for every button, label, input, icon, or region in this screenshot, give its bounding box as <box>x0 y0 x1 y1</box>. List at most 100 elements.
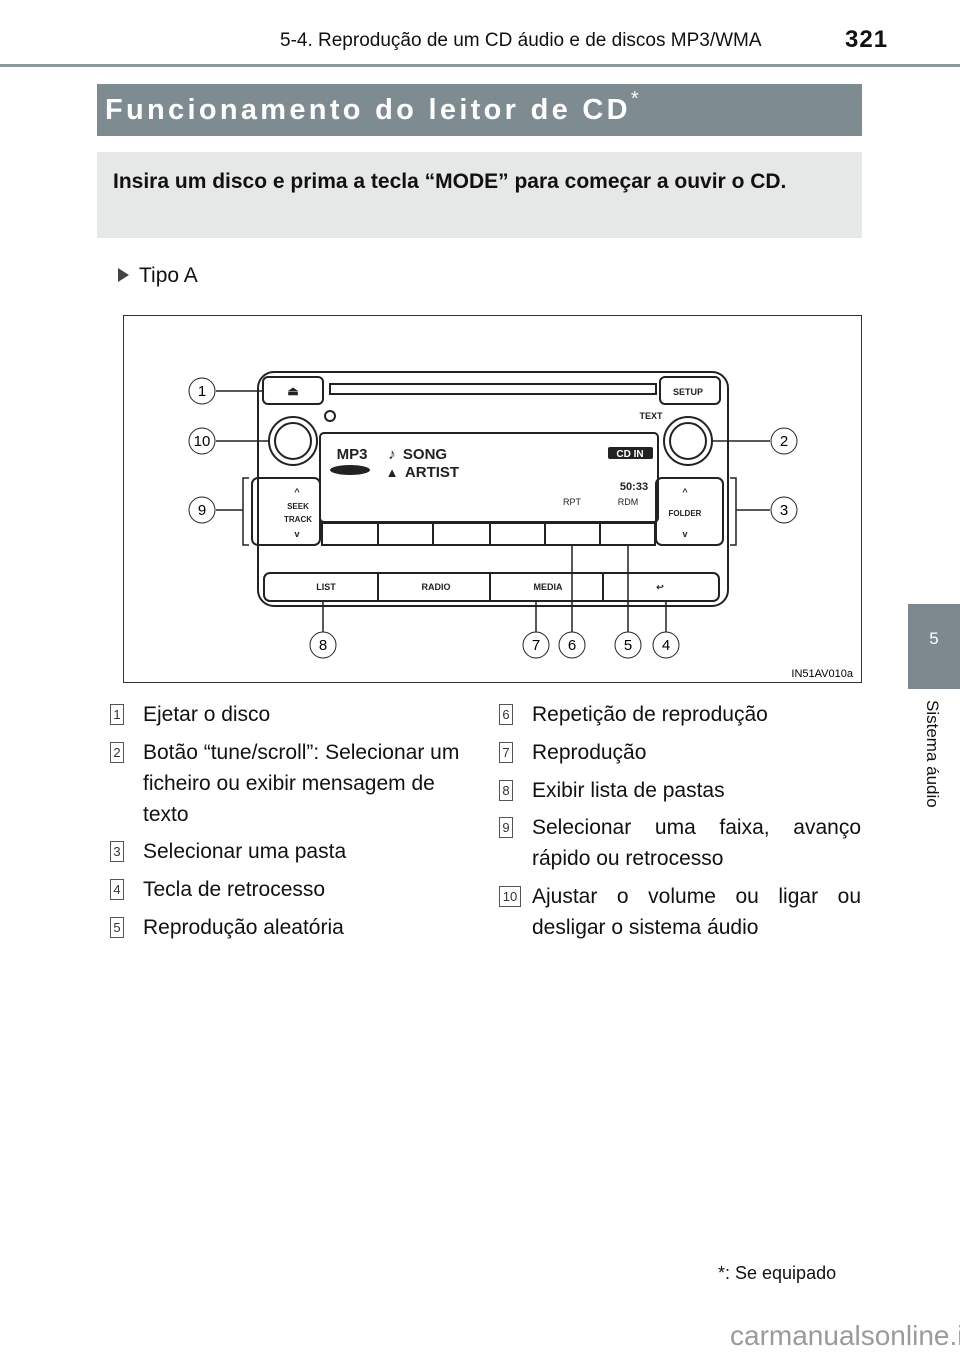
cd-in-label: CD IN <box>616 449 643 460</box>
type-heading: Tipo A <box>118 264 198 288</box>
track-label: TRACK <box>284 515 312 524</box>
svg-text:↩: ↩ <box>656 582 664 592</box>
disc-slot <box>329 383 657 395</box>
callout-9: 9 <box>188 496 216 524</box>
setup-label: SETUP <box>673 387 703 397</box>
legend_right-1-text: Reprodução <box>532 741 647 764</box>
radio-diagram: ⏏ SETUP TEXT MP3 ♪ SONG ▲ ARTIST CD IN 5… <box>123 315 862 683</box>
seek-button <box>251 477 321 546</box>
volume-knob <box>268 416 318 466</box>
list-label: LIST <box>316 582 336 592</box>
section-title: 5-4. Reprodução de um CD áudio e de disc… <box>280 30 762 51</box>
legend_right-4-n: 10 <box>499 886 521 907</box>
legend-item-7: 7 Reprodução <box>499 737 861 768</box>
legend_right-3-text: Selecionar uma faixa, avanço rápido ou r… <box>532 816 861 870</box>
legend_left-1-text: Botão “tune/scroll”: Selecionar um fiche… <box>143 741 460 826</box>
song-label: SONG <box>403 446 447 463</box>
mp3-label: MP3 <box>337 446 368 463</box>
diagram-callouts-6: 7 <box>532 637 540 654</box>
callout-3: 3 <box>770 496 798 524</box>
callout-1: 1 <box>188 377 216 405</box>
folder-label: FOLDER <box>669 509 702 518</box>
legend_right-2-text: Exibir lista de pastas <box>532 779 725 802</box>
svg-text:v: v <box>682 529 687 539</box>
diagram-callouts-1: 2 <box>780 433 788 450</box>
legend_left-2-n: 3 <box>110 841 124 862</box>
folder-button <box>655 477 724 546</box>
diagram-callouts-7: 8 <box>319 637 327 654</box>
diagram-callouts-4: 5 <box>624 637 632 654</box>
legend-item-5: 5 Reprodução aleatória <box>110 912 470 943</box>
triangle-bullet-icon <box>118 268 129 282</box>
optional-mark: * <box>630 88 642 110</box>
legend-item-3: 3 Selecionar uma pasta <box>110 836 470 867</box>
svg-text:^: ^ <box>682 487 688 497</box>
legend-item-8: 8 Exibir lista de pastas <box>499 775 861 806</box>
svg-text:♪: ♪ <box>388 446 396 463</box>
rpt-label: RPT <box>563 497 582 507</box>
diagram-callouts-8: 9 <box>198 502 206 519</box>
rdm-label: RDM <box>618 497 639 507</box>
legend_right-0-text: Repetição de reprodução <box>532 703 768 726</box>
page-title: Funcionamento do leitor de CD* <box>97 84 862 136</box>
legend_right-2-n: 8 <box>499 780 513 801</box>
legend_right-0-n: 6 <box>499 704 513 725</box>
footnote: *: Se equipado <box>718 1263 837 1283</box>
legend_right-1-n: 7 <box>499 742 513 763</box>
legend_left-4-text: Reprodução aleatória <box>143 916 344 939</box>
legend-item-10: 10 Ajustar o volume ou ligar ou desligar … <box>499 881 861 943</box>
legend-item-9: 9 Selecionar uma faixa, avanço rápido ou … <box>499 812 861 874</box>
callout-4: 4 <box>652 631 680 659</box>
chapter-tab[interactable]: 5 <box>908 604 960 689</box>
chapter-tab-label: Sistema áudio <box>923 700 942 808</box>
seek-label: SEEK <box>287 502 309 511</box>
diagram-callouts-5: 6 <box>568 637 576 654</box>
media-label: MEDIA <box>534 582 564 592</box>
type-label: Tipo A <box>139 264 198 287</box>
callout-7: 7 <box>522 631 550 659</box>
legend-item-1: 1 Ejetar o disco <box>110 699 470 730</box>
radio-illustration: ⏏ SETUP TEXT MP3 ♪ SONG ▲ ARTIST CD IN 5… <box>188 371 854 680</box>
radio-body <box>257 371 729 607</box>
legend-item-2: 2 Botão “tune/scroll”: Selecionar um fich… <box>110 737 470 830</box>
page-number: 321 <box>845 26 889 53</box>
legend-item-6: 6 Repetição de reprodução <box>499 699 861 730</box>
legend_left-1-n: 2 <box>110 742 124 763</box>
legend_left-3-n: 4 <box>110 879 124 900</box>
svg-text:^: ^ <box>294 487 300 497</box>
artist-label: ARTIST <box>405 464 459 481</box>
header-rule <box>0 64 960 67</box>
page-title-text: Funcionamento do leitor de CD <box>105 94 631 126</box>
intro-box: Insira um disco e prima a tecla “MODE” p… <box>97 152 862 238</box>
diagram-callouts-0: 1 <box>198 383 206 400</box>
legend-item-4: 4 Tecla de retrocesso <box>110 874 470 905</box>
radio-label: RADIO <box>422 582 451 592</box>
watermark: carmanualsonline.info <box>730 1320 960 1351</box>
figure-code: IN51AV010a <box>791 668 853 680</box>
disc-icon <box>330 465 370 475</box>
svg-text:v: v <box>294 529 299 539</box>
svg-text:▲: ▲ <box>386 465 399 480</box>
setup-button <box>659 376 721 405</box>
eject-button <box>262 376 324 405</box>
callout-10: 10 <box>188 427 216 455</box>
diagram-callouts-9: 10 <box>194 433 211 450</box>
callout-8: 8 <box>309 631 337 659</box>
text-label: TEXT <box>639 411 663 421</box>
legend_left-4-n: 5 <box>110 917 124 938</box>
legend_left-3-text: Tecla de retrocesso <box>143 878 326 901</box>
legend_left-2-text: Selecionar uma pasta <box>143 840 347 863</box>
legend_right-4-text: Ajustar o volume ou ligar ou desligar o … <box>532 885 861 939</box>
callout-6: 6 <box>558 631 586 659</box>
legend_left-0-text: Ejetar o disco <box>143 703 271 726</box>
bottom-button-row <box>263 572 720 602</box>
diagram-callouts-3: 4 <box>662 637 670 654</box>
callout-2: 2 <box>770 427 798 455</box>
tune-knob <box>663 416 713 466</box>
legend_left-0-n: 1 <box>110 704 124 725</box>
display <box>319 432 659 523</box>
callout-5: 5 <box>614 631 642 659</box>
legend_right-3-n: 9 <box>499 817 513 838</box>
time-label: 50:33 <box>620 481 648 493</box>
